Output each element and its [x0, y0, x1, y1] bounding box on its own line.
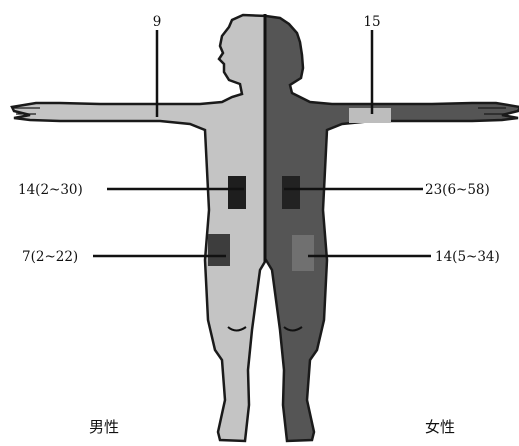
- male-arm-value: 9: [153, 14, 162, 30]
- male-abdomen-value: 14(2~30): [18, 182, 83, 198]
- female-abdomen-site: [282, 176, 300, 209]
- female-abdomen-value: 23(6~58): [425, 182, 490, 198]
- male-thigh-site: [208, 234, 230, 266]
- female-gender-label: 女性: [425, 418, 455, 436]
- female-arm-site: [349, 108, 391, 123]
- female-arm-value: 15: [363, 14, 380, 30]
- male-thigh-value: 7(2~22): [22, 249, 78, 265]
- female-thigh-site: [292, 235, 314, 271]
- male-abdomen-site: [228, 176, 246, 209]
- female-thigh-value: 14(5~34): [435, 249, 500, 265]
- male-gender-label: 男性: [89, 418, 119, 436]
